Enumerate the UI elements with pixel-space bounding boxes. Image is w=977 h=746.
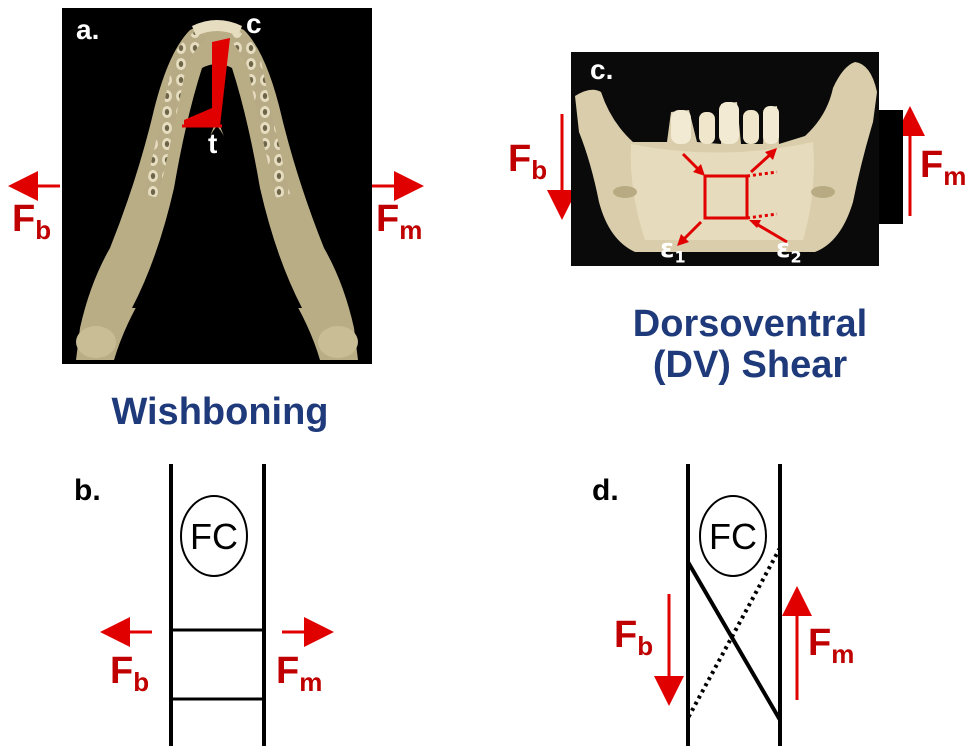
mandible-lateral-drawing bbox=[571, 52, 879, 266]
heading-dv-shear-line1: Dorsoventral bbox=[600, 304, 900, 345]
force-b-label-b: Fb bbox=[110, 652, 149, 695]
point-t-label: t bbox=[208, 130, 217, 158]
deformed-element-dotted bbox=[688, 548, 780, 718]
mandible-occlusal-drawing bbox=[62, 8, 372, 364]
mandible-occlusal-photo bbox=[62, 8, 372, 364]
point-c-label: c bbox=[246, 10, 262, 38]
force-m-label-a: Fm bbox=[376, 200, 422, 243]
fc-ellipse-d bbox=[700, 496, 766, 576]
strain-2-label: ε2 bbox=[776, 236, 802, 266]
panel-c-label: c. bbox=[590, 56, 613, 84]
fc-label-d: FC bbox=[709, 516, 757, 557]
fc-ellipse-b bbox=[181, 496, 247, 576]
force-b-label-c: Fb bbox=[508, 140, 547, 183]
panel-d-label: d. bbox=[592, 476, 619, 506]
force-m-label-c: Fm bbox=[920, 146, 966, 189]
force-m-label-d: Fm bbox=[808, 624, 854, 667]
force-m-label-b: Fm bbox=[276, 652, 322, 695]
heading-dv-shear-line2: (DV) Shear bbox=[600, 345, 900, 386]
heading-dv-shear: Dorsoventral (DV) Shear bbox=[600, 304, 900, 386]
photo-edge bbox=[879, 110, 903, 224]
mandible-lateral-photo bbox=[571, 52, 879, 266]
force-b-label-d: Fb bbox=[614, 616, 653, 659]
panel-b-label: b. bbox=[74, 476, 101, 506]
force-b-label-a: Fb bbox=[12, 200, 51, 243]
panel-a-label: a. bbox=[76, 16, 99, 44]
fc-label-b: FC bbox=[190, 516, 238, 557]
strain-1-label: ε1 bbox=[660, 236, 686, 266]
heading-wishboning: Wishboning bbox=[78, 392, 362, 433]
deformed-element-solid bbox=[688, 562, 780, 720]
